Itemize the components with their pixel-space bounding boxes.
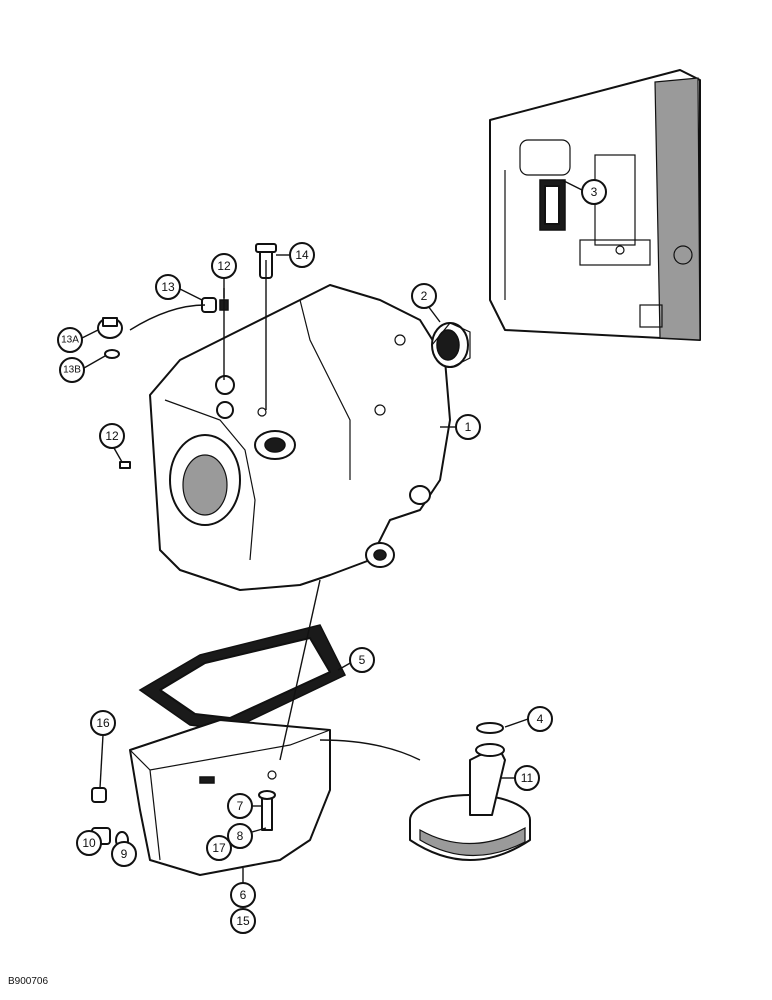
callout-11-label: 11	[521, 771, 534, 785]
oil-strainer	[409, 743, 531, 861]
callout-1-label: 1	[465, 420, 472, 434]
callout-8: 8	[227, 823, 267, 849]
callout-8-label: 8	[237, 829, 244, 843]
figure-id: B900706	[8, 976, 49, 987]
callout-13b: 13B	[59, 355, 106, 383]
callout-3: 3	[561, 179, 607, 205]
callout-12-lower-label: 12	[105, 429, 119, 443]
set-screw-12-lower	[119, 461, 131, 469]
callout-11: 11	[500, 765, 540, 791]
callout-7: 7	[227, 793, 262, 819]
callout-7-label: 7	[237, 799, 244, 813]
callout-10: 10	[76, 830, 102, 856]
inset-housing-view	[489, 69, 701, 341]
callout-3-label: 3	[591, 185, 598, 199]
callout-12-upper-label: 12	[217, 259, 231, 273]
callout-13b-label: 13B	[63, 365, 81, 376]
callout-9: 9	[111, 841, 137, 867]
callout-13a: 13A	[57, 327, 99, 353]
callout-1: 1	[440, 414, 481, 440]
callout-15-label: 15	[236, 914, 250, 928]
callout-12-upper: 12	[211, 253, 237, 298]
o-ring	[476, 722, 504, 734]
callout-2: 2	[411, 283, 441, 323]
callout-13a-label: 13A	[61, 335, 79, 346]
callout-5-label: 5	[359, 653, 366, 667]
callout-15: 15	[230, 908, 256, 934]
callout-16-label: 16	[96, 716, 110, 730]
callout-14-label: 14	[295, 248, 309, 262]
washer-13b	[104, 349, 120, 359]
callout-16: 16	[90, 710, 116, 789]
callout-13: 13	[155, 274, 203, 301]
bearing	[431, 322, 471, 368]
callout-5: 5	[337, 647, 375, 673]
callout-2-label: 2	[421, 289, 428, 303]
callout-6: 6	[230, 868, 256, 908]
callout-12-lower: 12	[99, 423, 125, 463]
transmission-housing	[149, 284, 451, 591]
callout-10-label: 10	[82, 836, 96, 850]
callout-6-label: 6	[240, 888, 247, 902]
callout-4-label: 4	[537, 712, 544, 726]
plug-13a	[97, 317, 123, 339]
bolt-7	[258, 790, 276, 831]
plug-16	[91, 787, 107, 803]
callout-9-label: 9	[121, 847, 128, 861]
callout-17: 17	[206, 835, 232, 861]
callout-4: 4	[504, 706, 553, 732]
callout-14: 14	[276, 242, 315, 268]
gasket	[138, 624, 347, 731]
callout-17-label: 17	[212, 841, 226, 855]
callout-13-label: 13	[161, 280, 175, 294]
